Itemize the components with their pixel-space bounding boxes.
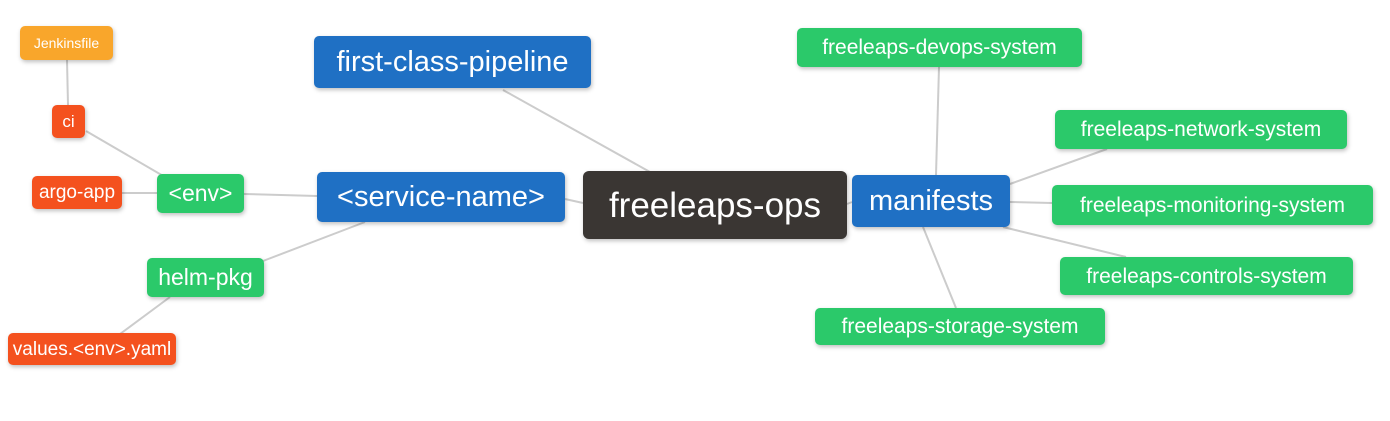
edge-freeleaps-ops-manifests: [846, 201, 853, 205]
edge-manifests-devops-system: [935, 66, 940, 176]
node-values-env-yaml[interactable]: values.<env>.yaml: [8, 333, 176, 365]
node-jenkinsfile[interactable]: Jenkinsfile: [20, 26, 113, 60]
edge-manifests-storage-system: [922, 226, 957, 309]
node-env[interactable]: <env>: [157, 174, 244, 213]
node-manifests[interactable]: manifests: [852, 175, 1010, 227]
edge-manifests-controls-system: [1002, 226, 1127, 258]
node-freeleaps-network-system[interactable]: freeleaps-network-system: [1055, 110, 1347, 149]
edge-service-name-freeleaps-ops: [564, 198, 584, 204]
node-service-name[interactable]: <service-name>: [317, 172, 565, 222]
node-freeleaps-controls-system[interactable]: freeleaps-controls-system: [1060, 257, 1353, 295]
node-freeleaps-ops-root[interactable]: freeleaps-ops: [583, 171, 847, 239]
edge-first-class-pipeline-freeleaps-ops: [502, 89, 651, 173]
node-freeleaps-storage-system[interactable]: freeleaps-storage-system: [815, 308, 1105, 345]
edge-jenkinsfile-ci: [66, 59, 69, 106]
edge-service-name-helm-pkg: [262, 221, 366, 262]
node-freeleaps-monitoring-system[interactable]: freeleaps-monitoring-system: [1052, 185, 1373, 225]
node-helm-pkg[interactable]: helm-pkg: [147, 258, 264, 297]
node-freeleaps-devops-system[interactable]: freeleaps-devops-system: [797, 28, 1082, 67]
edge-ci-env: [85, 130, 166, 178]
edge-manifests-network-system: [1009, 148, 1108, 185]
node-first-class-pipeline[interactable]: first-class-pipeline: [314, 36, 591, 88]
edge-manifests-monitoring-system: [1009, 201, 1053, 204]
edge-env-service-name: [243, 193, 318, 197]
edge-helm-pkg-values-env-yaml: [119, 296, 171, 335]
node-ci[interactable]: ci: [52, 105, 85, 138]
node-argo-app[interactable]: argo-app: [32, 176, 122, 209]
